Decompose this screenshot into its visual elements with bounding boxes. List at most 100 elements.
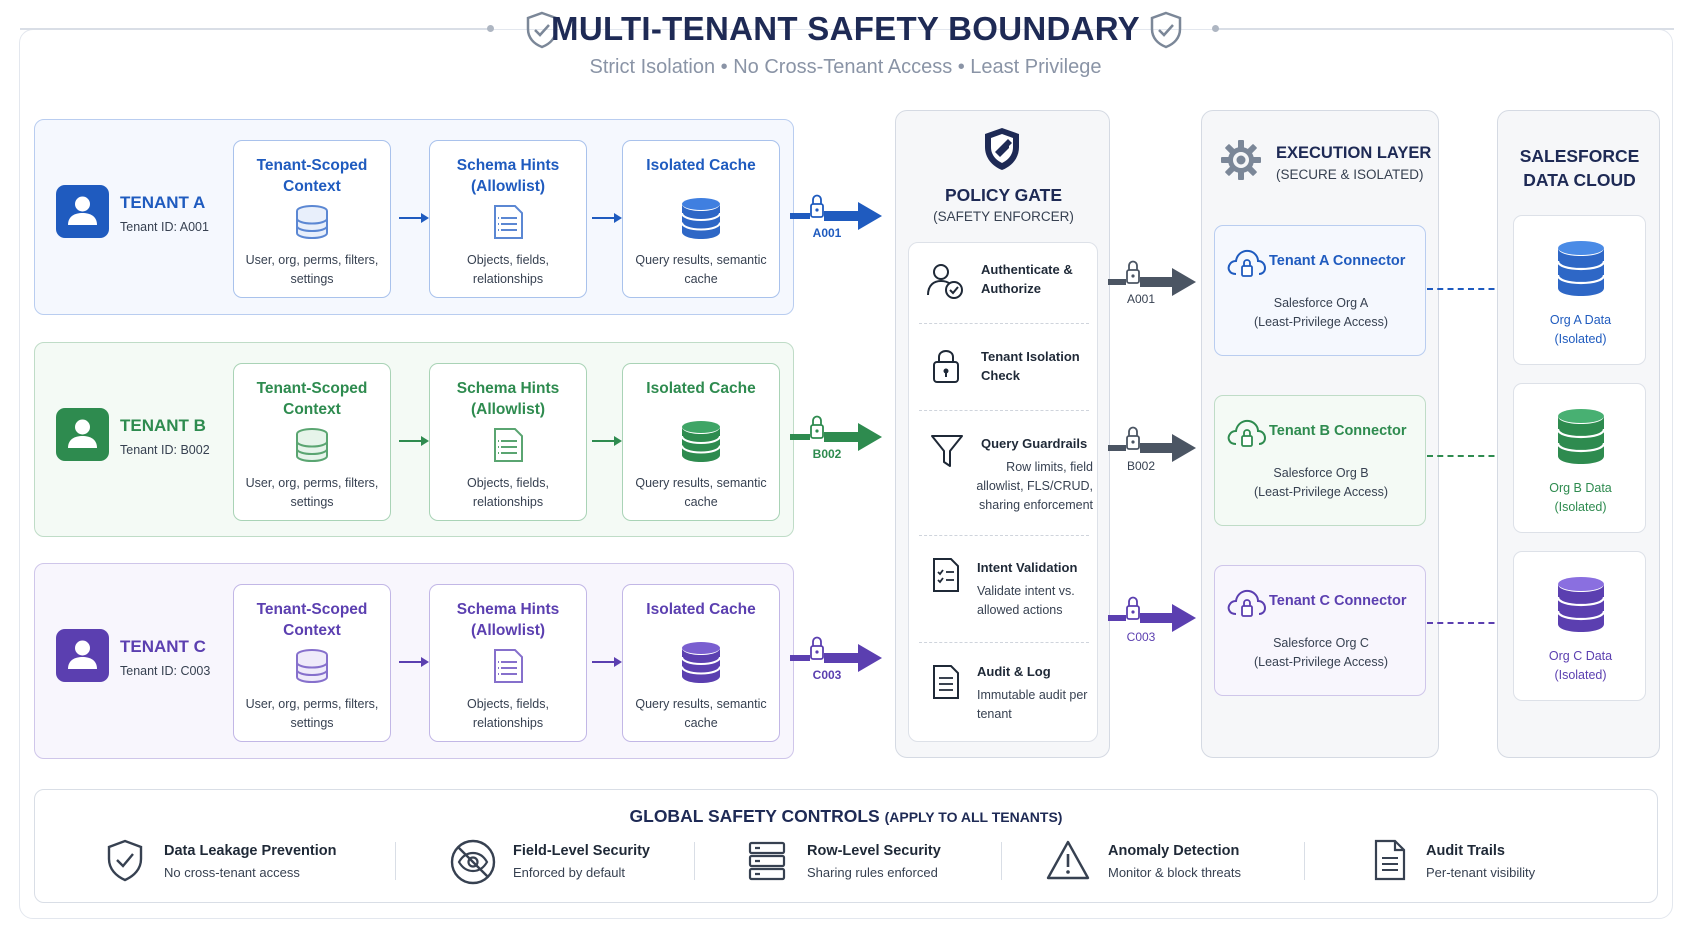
step-title: Tenant Isolation Check — [981, 349, 1080, 383]
tenant-b-output-arrow — [790, 415, 882, 451]
tenant-c-avatar — [56, 629, 109, 682]
execution-layer-column: EXECUTION LAYER (SECURE & ISOLATED) Tena… — [1201, 110, 1439, 758]
data-store-status: (Isolated) — [1554, 500, 1607, 514]
data-cloud-column: SALESFORCE DATA CLOUD Org A Data (Isolat… — [1497, 110, 1660, 758]
control-title: Row-Level Security — [807, 843, 941, 859]
database-icon — [681, 198, 721, 239]
tenant-a-code-label: A001 — [812, 226, 842, 240]
control-description: Enforced by default — [513, 865, 626, 880]
data-link-c — [1427, 622, 1515, 624]
org-a-data-store: Org A Data (Isolated) — [1513, 215, 1646, 365]
card-description: User, org, perms, filters, settings — [245, 253, 379, 286]
tenant-c-name: TENANT C — [120, 637, 206, 656]
data-store-label: Org A Data — [1549, 313, 1612, 327]
org-b-data-store: Org B Data (Isolated) — [1513, 383, 1646, 533]
tenant-b-connector: Tenant B Connector Salesforce Org B (Lea… — [1214, 395, 1426, 526]
control-divider — [395, 842, 396, 880]
tenant-b-id: Tenant ID: B002 — [120, 443, 210, 457]
control-title: Data Leakage Prevention — [164, 843, 337, 859]
global-safety-controls: GLOBAL SAFETY CONTROLS (APPLY TO ALL TEN… — [34, 789, 1658, 903]
tenant-c-cache-card: Isolated Cache Query results, semantic c… — [622, 584, 780, 742]
step-title: Authenticate & Authorize — [981, 262, 1073, 296]
flow-arrow-icon — [592, 657, 622, 667]
tenant-c-context-card: Tenant-Scoped Context User, org, perms, … — [233, 584, 391, 742]
shield-check-icon — [526, 11, 558, 49]
user-icon — [68, 196, 97, 225]
database-outline-icon — [296, 205, 328, 240]
tenant-b-name: TENANT B — [120, 416, 206, 435]
data-store-label: Org B Data — [1549, 481, 1612, 495]
document-list-icon — [494, 649, 523, 683]
card-title: Tenant-Scoped Context — [256, 601, 368, 639]
global-controls-title: GLOBAL SAFETY CONTROLS (APPLY TO ALL TEN… — [35, 806, 1657, 827]
control-divider — [694, 842, 695, 880]
user-check-icon — [927, 264, 963, 299]
control-description: Per-tenant visibility — [1426, 865, 1536, 880]
step-divider — [919, 323, 1089, 324]
tenant-c-panel: TENANT C Tenant ID: C003 Tenant-Scoped C… — [34, 563, 794, 759]
data-store-status: (Isolated) — [1554, 668, 1607, 682]
control-description: Sharing rules enforced — [807, 865, 938, 880]
control-title: Audit Trails — [1426, 843, 1505, 859]
step-title: Query Guardrails — [981, 436, 1088, 451]
card-title: Schema Hints (Allowlist) — [456, 601, 560, 639]
database-icon — [1556, 241, 1606, 296]
database-icon — [1556, 409, 1606, 464]
data-store-label: Org C Data — [1548, 649, 1613, 663]
flow-arrow-icon — [399, 436, 429, 446]
tenant-c-output-arrow — [790, 636, 882, 672]
page-subtitle: Strict Isolation • No Cross-Tenant Acces… — [589, 56, 1102, 78]
gate-arrow-a — [1108, 260, 1196, 296]
connector-title: Tenant C Connector — [1269, 593, 1407, 609]
lock-icon — [933, 350, 959, 383]
connector-org: Salesforce Org A — [1273, 296, 1369, 310]
card-description: Objects, fields, relationships — [467, 476, 549, 509]
card-description: Objects, fields, relationships — [467, 253, 549, 286]
control-divider — [1001, 842, 1002, 880]
step-divider — [919, 642, 1089, 643]
step-divider — [919, 535, 1089, 536]
policy-gate-steps: Authenticate & Authorize Tenant Isolatio… — [908, 242, 1098, 742]
user-icon — [68, 640, 97, 669]
step-description: Row limits, field allowlist, FLS/CRUD, s… — [976, 460, 1093, 512]
card-title: Isolated Cache — [646, 157, 756, 174]
tenant-b-avatar — [56, 408, 109, 461]
card-description: Query results, semantic cache — [635, 253, 767, 286]
shield-badge-icon — [985, 128, 1019, 170]
database-outline-icon — [296, 649, 328, 684]
card-title: Isolated Cache — [646, 380, 756, 397]
tenant-a-avatar — [56, 185, 109, 238]
card-title: Schema Hints (Allowlist) — [456, 380, 560, 418]
card-title: Tenant-Scoped Context — [256, 157, 368, 195]
connector-access: (Least-Privilege Access) — [1253, 315, 1389, 329]
tenant-c-connector: Tenant C Connector Salesforce Org C (Lea… — [1214, 565, 1426, 696]
policy-gate-title: POLICY GATE — [944, 185, 1062, 205]
database-outline-icon — [296, 428, 328, 463]
tenant-b-code-label: B002 — [812, 447, 842, 461]
user-icon — [68, 419, 97, 448]
flow-arrow-icon — [592, 213, 622, 223]
tenant-a-name: TENANT A — [120, 193, 206, 212]
connector-org: Salesforce Org B — [1273, 466, 1369, 480]
tenant-c-code-label: C003 — [812, 668, 842, 682]
flow-arrow-icon — [399, 213, 429, 223]
card-description: Objects, fields, relationships — [467, 697, 549, 730]
control-divider — [1304, 842, 1305, 880]
card-description: Query results, semantic cache — [635, 476, 767, 509]
tenant-b-context-card: Tenant-Scoped Context User, org, perms, … — [233, 363, 391, 521]
control-title: Anomaly Detection — [1108, 843, 1240, 859]
policy-gate-column: POLICY GATE (SAFETY ENFORCER) Authentica… — [895, 110, 1110, 758]
connector-title: Tenant A Connector — [1269, 253, 1406, 269]
execution-layer-subtitle: (SECURE & ISOLATED) — [1276, 167, 1424, 182]
shield-check-icon — [1150, 11, 1182, 49]
tenant-a-context-card: Tenant-Scoped Context User, org, perms, … — [233, 140, 391, 298]
tenant-a-cache-card: Isolated Cache Query results, semantic c… — [622, 140, 780, 298]
card-description: User, org, perms, filters, settings — [245, 697, 379, 730]
connector-access: (Least-Privilege Access) — [1253, 485, 1389, 499]
tenant-c-schema-card: Schema Hints (Allowlist) Objects, fields… — [429, 584, 587, 742]
card-description: User, org, perms, filters, settings — [245, 476, 379, 509]
header-right-rule — [1218, 28, 1674, 30]
tenant-a-output-arrow — [790, 194, 882, 230]
card-title: Isolated Cache — [646, 601, 756, 618]
database-icon — [681, 421, 721, 462]
